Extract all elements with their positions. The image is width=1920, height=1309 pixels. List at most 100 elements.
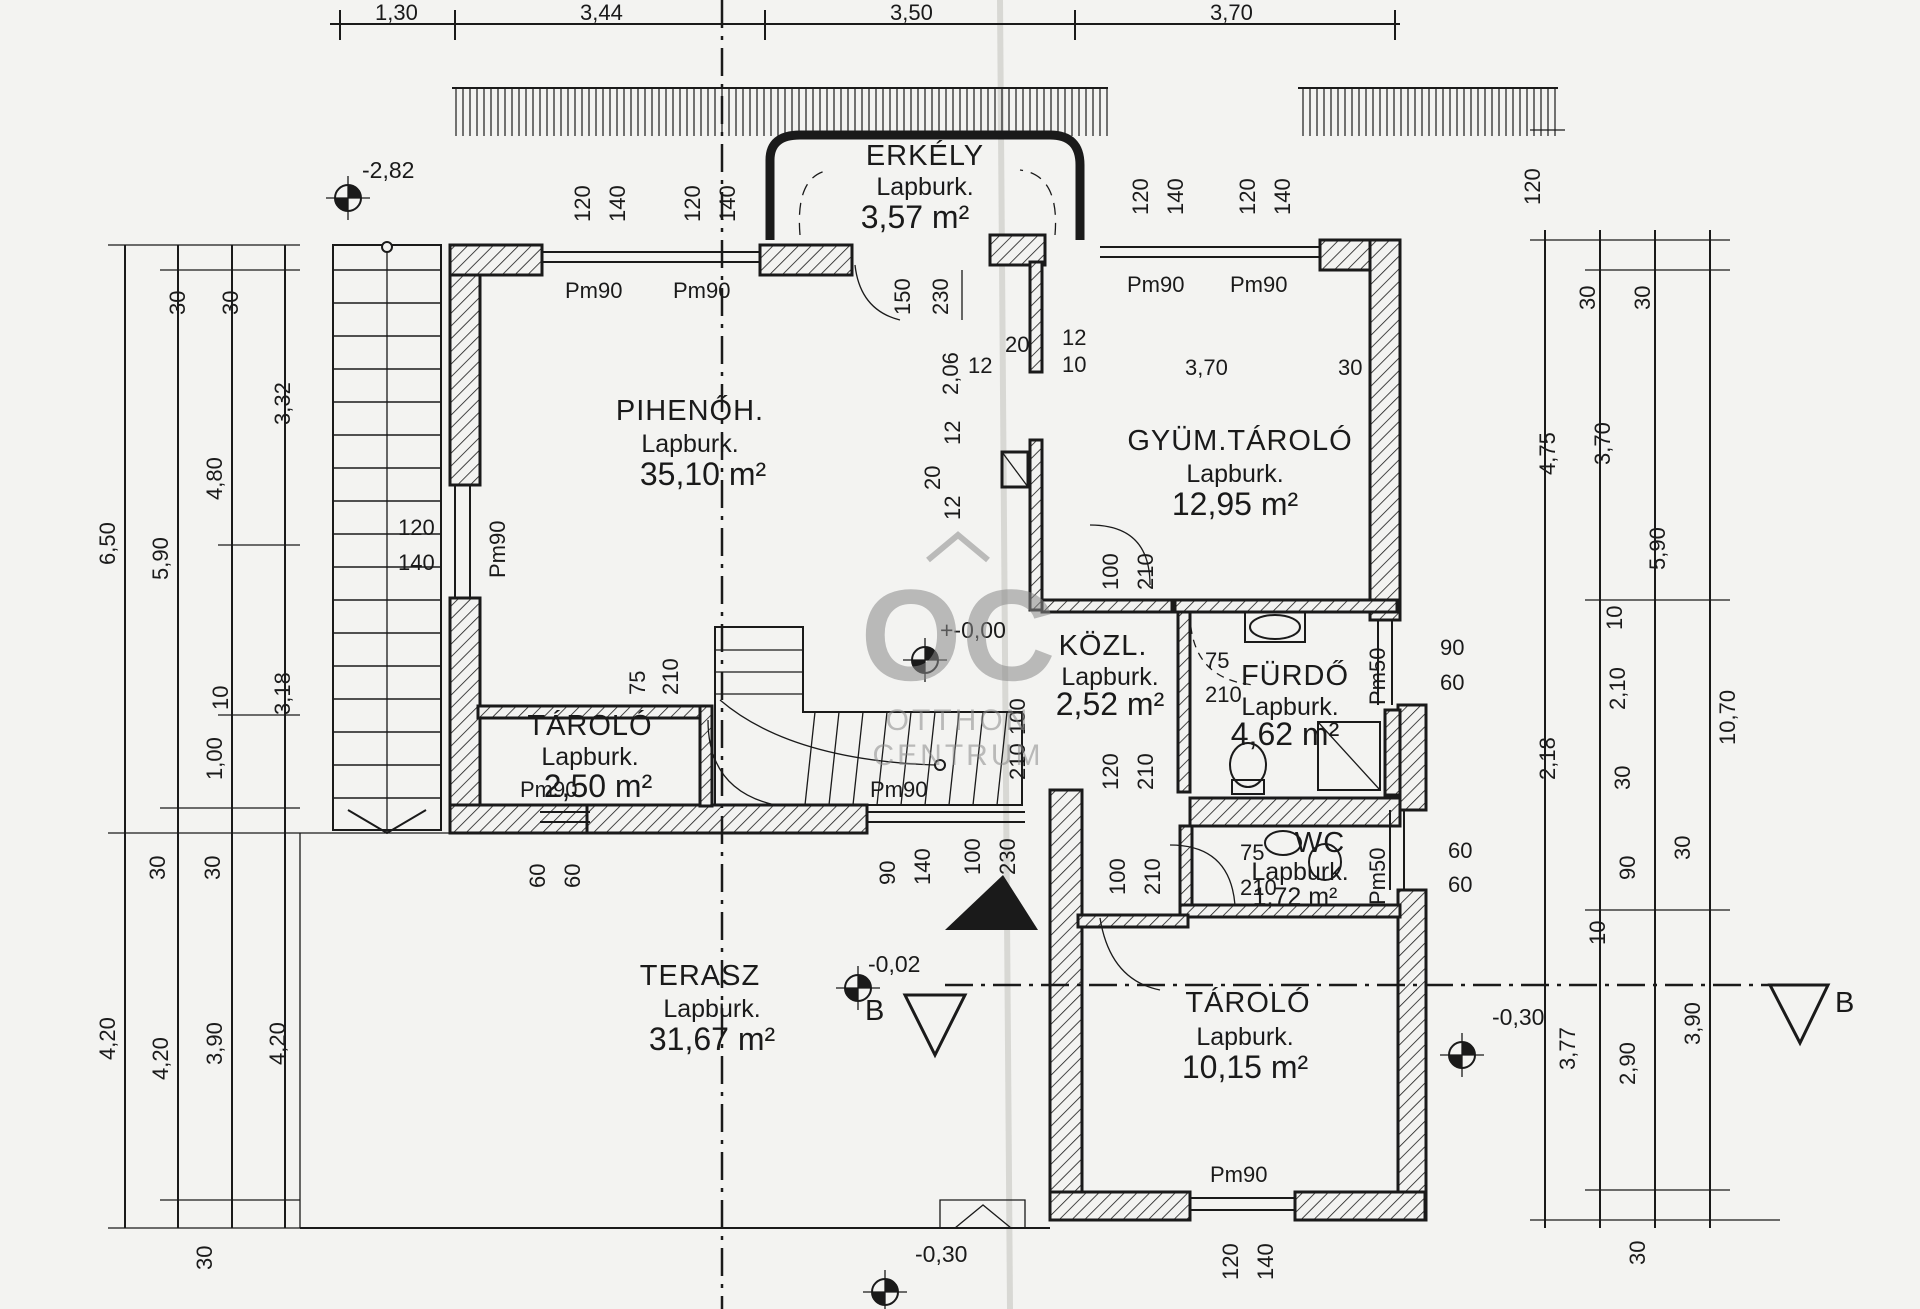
room-name: WC (1295, 827, 1345, 859)
level-label-4: -0,30 (1492, 1004, 1544, 1030)
room-name: ERKÉLY (866, 139, 984, 172)
inner-dim-32: 210 (1205, 682, 1242, 707)
left-dim-b: 5,90 (148, 537, 173, 580)
inner-dim-30: 210 (1133, 753, 1158, 790)
interior-stair (714, 626, 1023, 806)
stair-tread (828, 711, 840, 806)
left-dim-k5: 30 (192, 1246, 217, 1270)
inner-dim-14: 10 (1062, 352, 1086, 377)
watermark-logo: OC OTTHON CENTRUM (861, 531, 1056, 772)
inner-dim-21: 120 (398, 515, 435, 540)
paper-fold (997, 0, 1013, 1309)
window-label-4: Pm90 (1230, 272, 1287, 297)
right-dim-k3: 10 (1602, 606, 1627, 630)
axis-lines (720, 0, 1800, 1309)
right-dim-h: 3,90 (1680, 1002, 1705, 1045)
room-floor: Lapburk. (1196, 1023, 1293, 1051)
right-dim-d: 10,70 (1715, 690, 1740, 745)
section-marker-left: B (865, 993, 968, 1059)
left-dim-k6: 10 (208, 686, 233, 710)
inner-dim-41: 100 (960, 838, 985, 875)
left-dim-i: 3,90 (202, 1022, 227, 1065)
left-dim-h: 4,20 (148, 1037, 173, 1080)
inner-dim-46: 60 (560, 864, 585, 888)
inner-dim-3: 120 (680, 185, 705, 222)
inner-dim-35: 75 (1240, 840, 1264, 865)
room-area: 12,95 m² (1172, 486, 1299, 522)
room-name: TÁROLÓ (527, 709, 652, 742)
left-dim-k1: 30 (165, 291, 190, 315)
inner-dim-5: 120 (1128, 178, 1153, 215)
room-floor: Lapburk. (641, 430, 738, 458)
left-dim-d: 3,32 (270, 382, 295, 425)
room-name: GYÜM.TÁROLÓ (1127, 424, 1352, 457)
room-tarolo-small: TÁROLÓ Lapburk. 2,50 m² (527, 709, 652, 804)
inner-dim-2: 140 (605, 185, 630, 222)
inner-dim-1: 120 (570, 185, 595, 222)
stair-tread (924, 711, 936, 806)
top-dim-4: 3,70 (1210, 0, 1253, 25)
inner-dim-26: 210 (658, 658, 683, 695)
watermark-line-1: OTTHON (886, 704, 1031, 737)
stair-tread (876, 711, 888, 806)
inner-dim-9: 150 (890, 278, 915, 315)
inner-dim-22: 140 (398, 550, 435, 575)
roof-edge-left (452, 88, 1108, 136)
left-dim-c: 4,80 (202, 457, 227, 500)
room-floor: Lapburk. (1186, 460, 1283, 488)
section-label-right: B (1835, 987, 1855, 1019)
stair-tread (804, 711, 816, 806)
right-dim-g: 2,90 (1615, 1042, 1640, 1085)
inner-dim-24: 210 (1133, 553, 1158, 590)
stair-tread (972, 711, 984, 806)
right-dim-k1: 30 (1575, 286, 1600, 310)
room-name: TERASZ (640, 960, 760, 992)
room-pihenoh: PIHENŐH. Lapburk. 35,10 m² (616, 394, 767, 492)
inner-dim-4: 140 (715, 185, 740, 222)
inner-dim-42: 230 (995, 838, 1020, 875)
room-floor: Lapburk. (663, 995, 760, 1023)
window-labels: Pm90 Pm90 Pm90 Pm90 Pm90 Pm90 Pm90 Pm50 … (485, 272, 1390, 1187)
inner-dim-16: 3,70 (1185, 355, 1228, 380)
inner-dim-44: 210 (1140, 858, 1165, 895)
room-area: 3,57 m² (861, 199, 970, 235)
room-furdo: FÜRDŐ Lapburk. 4,62 m² (1231, 659, 1348, 752)
right-dim-i: 2,10 (1605, 667, 1630, 710)
left-dim-e: 3,18 (270, 672, 295, 715)
left-dim-k4: 30 (200, 856, 225, 880)
inner-dim-31: 75 (1205, 648, 1229, 673)
inner-dim-37: 60 (1448, 838, 1472, 863)
stair-tread (996, 711, 1008, 806)
inner-dim-39: 90 (875, 861, 900, 885)
left-dim-g: 4,20 (95, 1017, 120, 1060)
inner-dim-10: 230 (928, 278, 953, 315)
left-dim-k3: 30 (145, 856, 170, 880)
room-floor: Lapburk. (876, 173, 973, 201)
inner-dim-40: 140 (910, 848, 935, 885)
room-area: 35,10 m² (640, 456, 767, 492)
window-openings (454, 246, 1405, 1211)
inner-dim-20: 12 (940, 496, 965, 520)
top-dim-3: 3,50 (890, 0, 933, 25)
window-label-8: Pm50 (1365, 648, 1390, 705)
section-marker-right: B (1767, 983, 1855, 1047)
inner-dim-25: 75 (625, 671, 650, 695)
room-area: 4,62 m² (1231, 716, 1340, 752)
inner-dim-8: 140 (1270, 178, 1295, 215)
window-label-7: Pm90 (870, 777, 927, 802)
room-wc: WC Lapburk. 1,72 m² (1251, 827, 1348, 911)
balcony-rail (765, 130, 1085, 240)
room-name: KÖZL. (1059, 630, 1148, 662)
inner-dim-38: 60 (1448, 872, 1472, 897)
right-dimension-chains: 4,75 3,70 5,90 10,70 2,18 3,77 2,90 3,90… (1520, 129, 1780, 1265)
door-swings (707, 264, 1256, 991)
right-dim-k6: 30 (1670, 836, 1695, 860)
left-dim-f: 1,00 (202, 737, 227, 780)
window-label-5: Pm90 (485, 521, 510, 578)
room-floor: Lapburk. (1061, 663, 1158, 691)
top-dimension-chain: 1,30 3,44 3,50 3,70 (330, 0, 1400, 40)
room-area: 31,67 m² (649, 1021, 776, 1057)
inner-dimensions: 120 140 120 140 120 140 120 140 150 230 … (398, 178, 1472, 1280)
section-label-left: B (865, 995, 885, 1027)
